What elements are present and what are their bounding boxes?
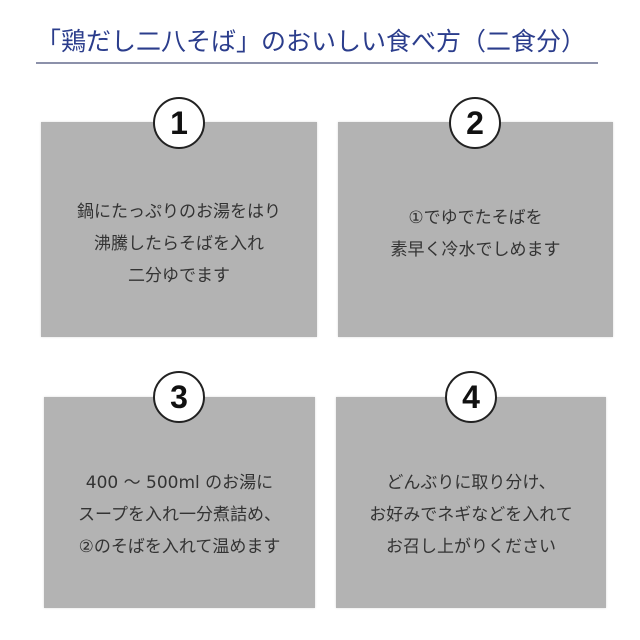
step-1-line-1: 鍋にたっぷりのお湯をはり [77, 202, 281, 222]
step-4-text: どんぶりに取り分け、 お好みでネギなどを入れて お召し上がりください [336, 467, 606, 563]
step-1-number-badge: 1 [153, 97, 205, 149]
step-2-panel: ①でゆでたそばを 素早く冷水でしめます [338, 122, 613, 337]
step-3-line-1: 400 ～ 500ml のお湯に [85, 473, 274, 493]
step-2-line-2: 素早く冷水でしめます [390, 240, 561, 260]
step-3-panel: 400 ～ 500ml のお湯に スープを入れ一分煮詰め、 ②のそばを入れて温め… [44, 397, 315, 608]
step-3-line-3: ②のそばを入れて温めます [78, 537, 281, 557]
step-4-line-2: お好みでネギなどを入れて [369, 505, 573, 525]
step-4-line-3: お召し上がりください [386, 537, 556, 557]
step-3-line-2: スープを入れ一分煮詰め、 [78, 505, 281, 525]
step-1-line-2: 沸騰したらそばを入れ [94, 234, 264, 254]
step-1-line-3: 二分ゆでます [128, 266, 230, 286]
step-2-text: ①でゆでたそばを 素早く冷水でしめます [338, 202, 613, 266]
step-4-panel: どんぶりに取り分け、 お好みでネギなどを入れて お召し上がりください [336, 397, 606, 608]
title-underline [36, 62, 598, 64]
step-4-number-badge: 4 [445, 371, 497, 423]
step-3-number-badge: 3 [153, 371, 205, 423]
step-1-panel: 鍋にたっぷりのお湯をはり 沸騰したらそばを入れ 二分ゆでます [41, 122, 317, 337]
step-4-line-1: どんぶりに取り分け、 [386, 473, 556, 493]
step-2-line-1: ①でゆでたそばを [408, 208, 543, 228]
step-1-text: 鍋にたっぷりのお湯をはり 沸騰したらそばを入れ 二分ゆでます [41, 196, 317, 292]
step-2-number-badge: 2 [449, 97, 501, 149]
step-3-text: 400 ～ 500ml のお湯に スープを入れ一分煮詰め、 ②のそばを入れて温め… [44, 467, 315, 563]
page-title: 「鶏だし二八そば」のおいしい食べ方（二食分） [36, 27, 587, 56]
